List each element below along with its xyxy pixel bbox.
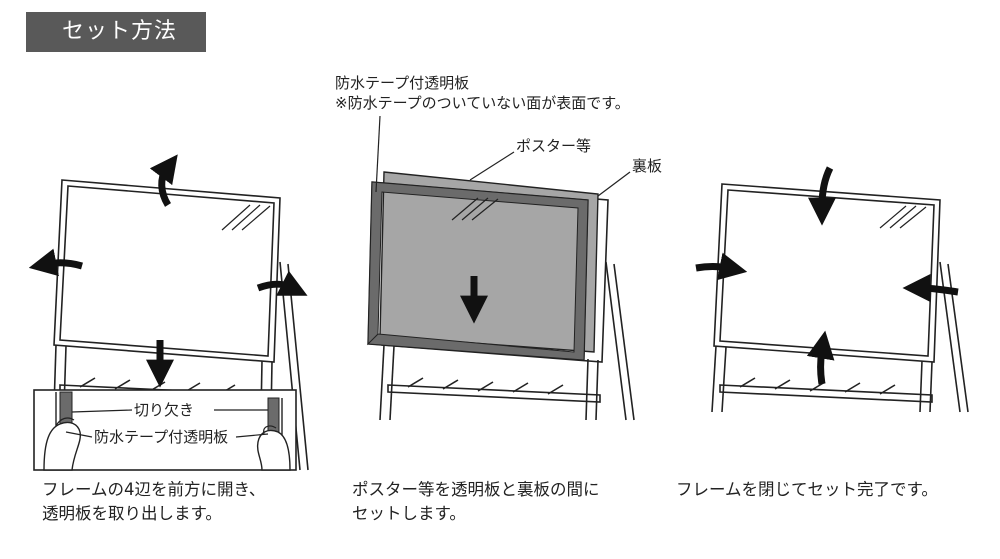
step2-sheet-label: 防水テープ付透明板 ※防水テープのついていない面が表面です。 — [335, 74, 630, 112]
transparent-sheet — [366, 181, 589, 361]
step3-caption: フレームを閉じてセット完了です。 — [676, 480, 938, 499]
poster-label: ポスター等 — [516, 137, 592, 155]
section-title: セット方法 — [26, 12, 206, 52]
step3-stand-illustration — [711, 183, 969, 413]
waterproof-sheet-label: 防水テープ付透明板 — [94, 428, 229, 446]
arrow-up-icon — [149, 154, 178, 207]
arrow-right-icon — [695, 252, 748, 281]
arrow-left-icon — [902, 274, 959, 303]
arrow-left-icon — [28, 248, 83, 277]
step2-leaders — [375, 115, 631, 197]
arrow-up-icon — [806, 330, 835, 385]
step1-arrows — [28, 154, 308, 388]
left-hand-icon — [43, 421, 82, 471]
step2-caption: ポスター等を透明板と裏板の間に セットします。 — [352, 480, 600, 523]
step1-caption: フレームの4辺を前方に開き、 透明板を取り出します。 — [42, 480, 266, 523]
arrow-right-icon — [256, 270, 308, 296]
backboard-label: 裏板 — [632, 157, 663, 175]
arrow-down-icon — [808, 166, 837, 226]
step3-arrows — [695, 166, 959, 385]
step1-detail-inset — [33, 389, 297, 471]
poster-sheet — [379, 171, 599, 353]
notch-label: 切り欠き — [134, 401, 195, 419]
